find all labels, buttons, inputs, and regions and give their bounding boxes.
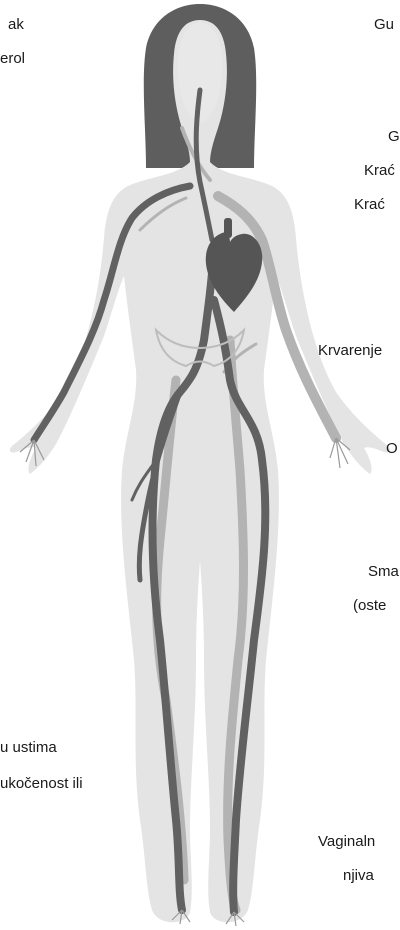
label-right-8: (oste	[353, 597, 386, 615]
label-right-10: njiva	[343, 867, 374, 885]
label-right-1: Gu	[374, 16, 394, 34]
label-left-2: erol	[0, 50, 25, 68]
label-right-9: Vaginaln	[318, 833, 375, 851]
label-left-4: ukočenost ili	[0, 775, 83, 793]
label-left-3: u ustima	[0, 739, 57, 757]
label-right-5: Krvarenje	[318, 342, 382, 360]
label-right-6: O	[386, 440, 398, 458]
label-left-1: ak	[8, 16, 24, 34]
aorta	[224, 218, 232, 238]
label-right-2: G	[388, 128, 400, 146]
label-right-4: Krać	[354, 196, 385, 214]
label-right-7: Sma	[368, 563, 399, 581]
label-right-3: Krać	[364, 162, 395, 180]
